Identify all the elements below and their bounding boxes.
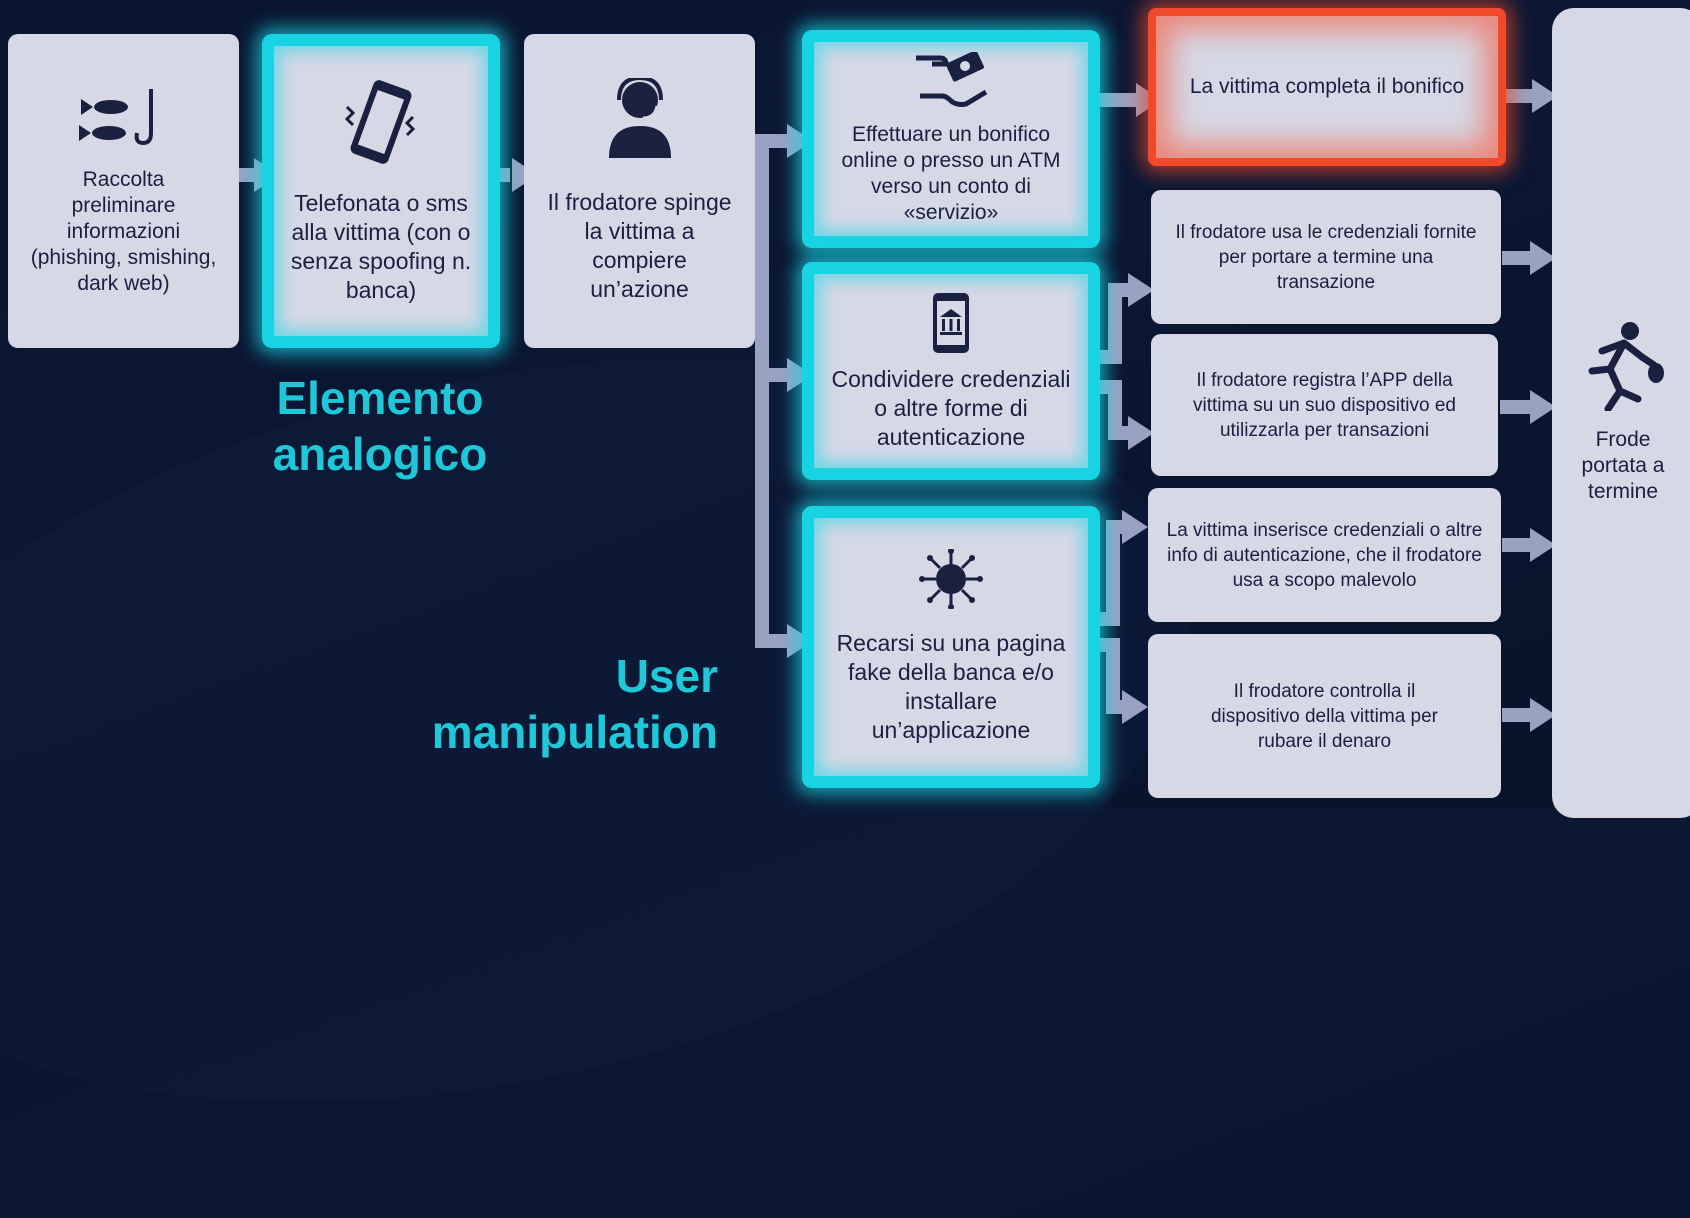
step-raccolta: Raccolta preliminare informazioni (phish…: [8, 34, 239, 348]
bank-app-icon: [933, 292, 969, 353]
step-telefonata: Telefonata o sms alla vittima (con o sen…: [262, 34, 500, 348]
outcome-controlla-dispositivo-text: Il frodatore controlla il dispositivo de…: [1210, 680, 1439, 752]
outcome-completa-bonifico: La vittima completa il bonifico: [1148, 8, 1506, 166]
outcome-controlla-dispositivo: Il frodatore controlla il dispositivo de…: [1148, 634, 1501, 798]
step-telefonata-text: Telefonata o sms alla vittima (con o sen…: [290, 190, 472, 303]
money-transfer-icon: [916, 52, 988, 107]
outcome-completa-bonifico-text: La vittima completa il bonifico: [1189, 75, 1465, 98]
step-frodatore-spinge-text: Il frodatore spinge la vittima a compier…: [547, 189, 732, 302]
outcome-registra-app: Il frodatore registra l’APP della vittim…: [1151, 334, 1498, 476]
final-frode-text: Frode portata a termine: [1581, 428, 1665, 503]
step-bonifico: Effettuare un bonifico online o presso u…: [802, 30, 1100, 248]
step-condividere-text: Condividere credenziali o altre forme di…: [831, 365, 1071, 450]
outcome-inserisce-credenziali: La vittima inserisce credenziali o altre…: [1148, 488, 1501, 622]
outcome-inserisce-credenziali-text: La vittima inserisce credenziali o altre…: [1166, 519, 1483, 591]
step-bonifico-text: Effettuare un bonifico online o presso u…: [841, 123, 1061, 224]
step-recarsi-text: Recarsi su una pagina fake della banca e…: [836, 630, 1066, 743]
virus-icon: [919, 549, 983, 609]
final-frode: Frode portata a termine: [1552, 8, 1690, 818]
running-thief-icon: [1588, 322, 1664, 411]
step-recarsi: Recarsi su una pagina fake della banca e…: [802, 506, 1100, 788]
step-frodatore-spinge: Il frodatore spinge la vittima a compier…: [524, 34, 755, 348]
fish-hook-icon: [78, 89, 153, 146]
headset-operator-icon: [608, 78, 671, 158]
elemento-analogico-label: Elemento analogico: [272, 372, 488, 480]
step-condividere: Condividere credenziali o altre forme di…: [802, 262, 1100, 480]
outcome-registra-app-text: Il frodatore registra l’APP della vittim…: [1193, 369, 1456, 441]
vibrating-phone-icon: [344, 80, 416, 164]
step-raccolta-text: Raccolta preliminare informazioni (phish…: [30, 168, 217, 295]
outcome-usa-credenziali-text: Il frodatore usa le credenziali fornite …: [1175, 221, 1477, 293]
outcome-usa-credenziali: Il frodatore usa le credenziali fornite …: [1151, 190, 1501, 324]
user-manipulation-label: User manipulation: [431, 650, 718, 758]
